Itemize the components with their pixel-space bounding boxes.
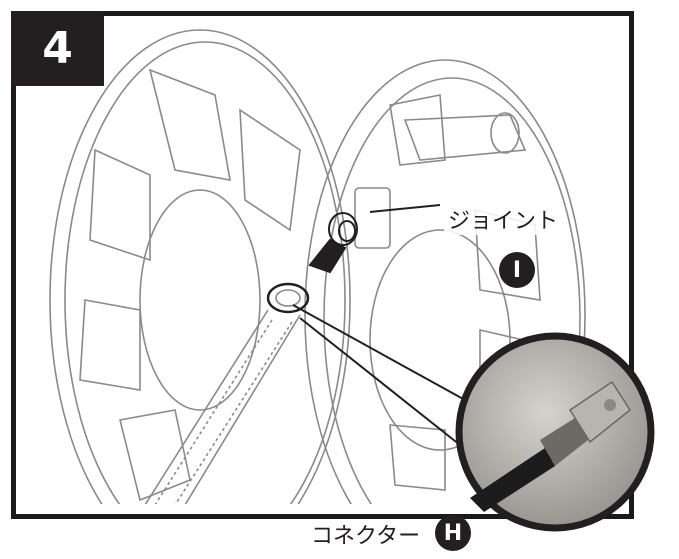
connector-label: コネクター: [311, 524, 421, 549]
joint-fitting: [308, 204, 441, 274]
connector-magnifier: [455, 332, 655, 532]
joint-label: ジョイント: [444, 203, 563, 235]
reel-handle: [403, 112, 527, 161]
step-number: 4: [11, 11, 104, 86]
hose: [144, 282, 310, 504]
joint-badge: I: [499, 252, 535, 288]
rear-reel-wheel: [49, 29, 351, 504]
connector-badge: H: [435, 515, 471, 551]
